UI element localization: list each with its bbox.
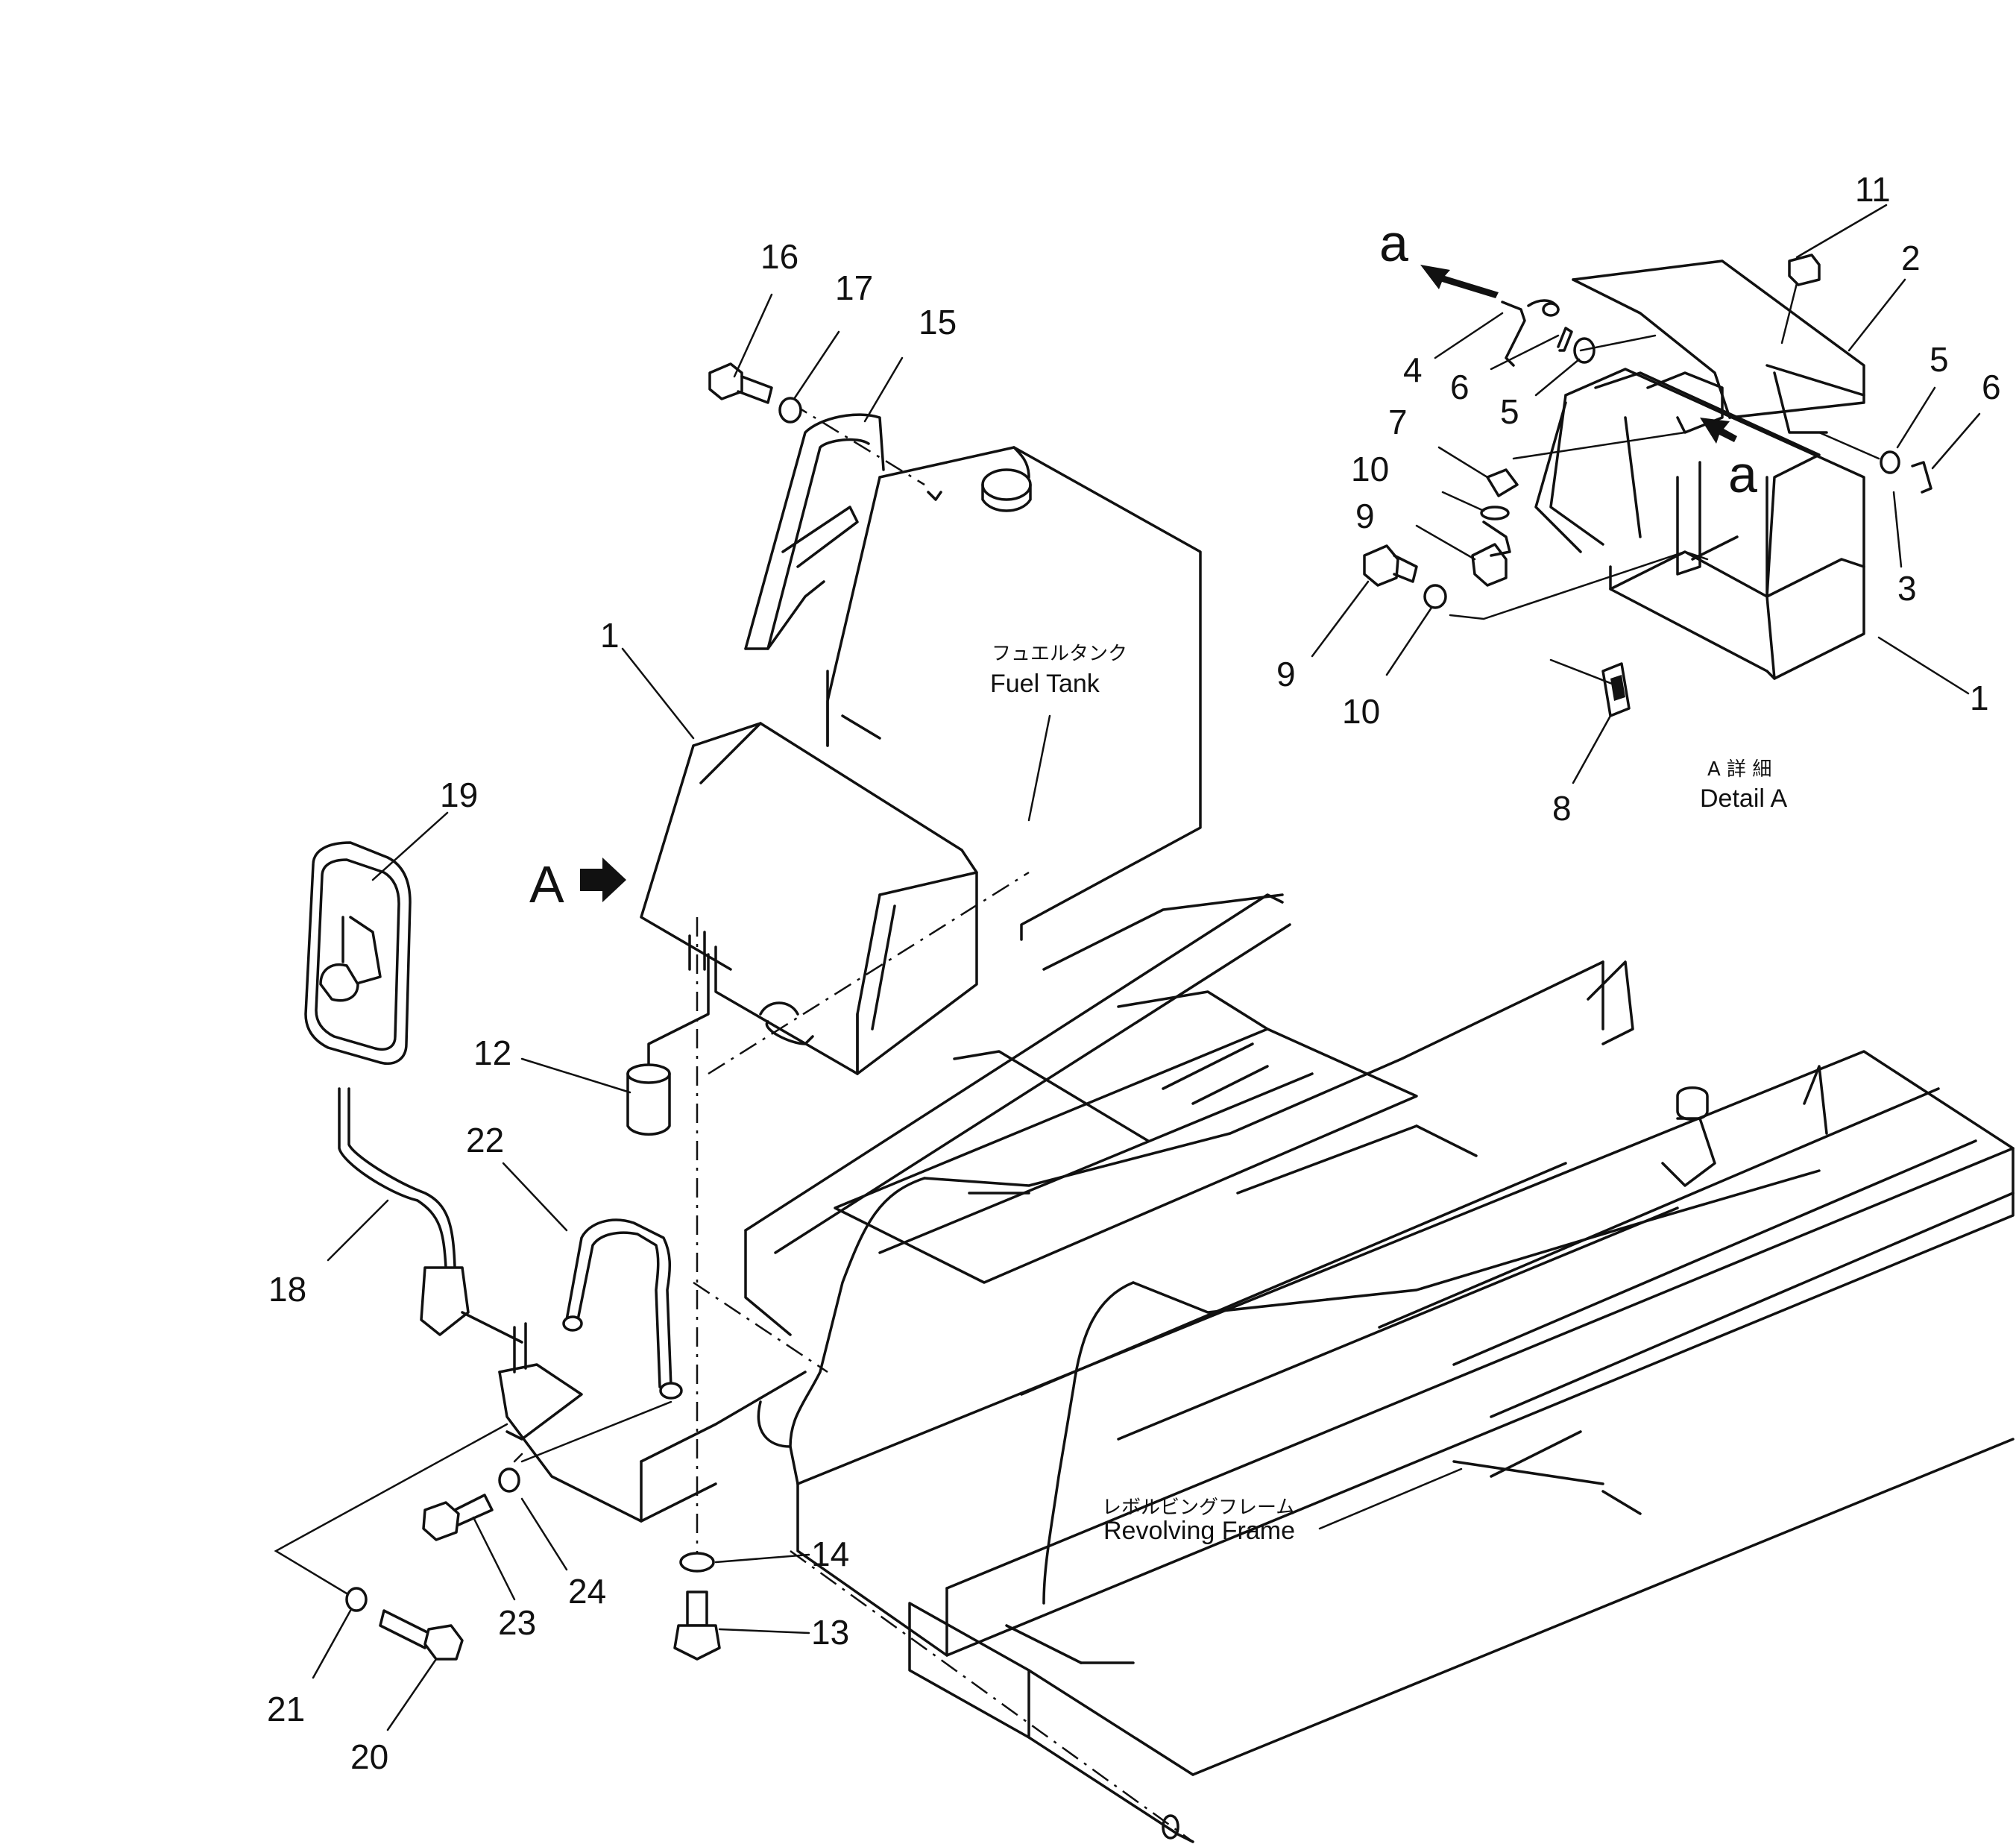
callout-detail-10a: 10 <box>1351 450 1389 488</box>
callout-19: 19 <box>440 775 478 814</box>
callout-24: 24 <box>568 1572 606 1611</box>
callout-1-main: 1 <box>600 616 620 655</box>
callout-13: 13 <box>811 1613 849 1652</box>
callout-detail-1: 1 <box>1970 679 1989 717</box>
mirror-19 <box>304 841 412 1065</box>
callout-12: 12 <box>473 1033 511 1072</box>
frame-jp-label: レボルビングフレーム <box>1102 1497 1295 1519</box>
view-arrow-a-label: A <box>529 855 564 913</box>
washer-24 <box>498 1467 520 1493</box>
callout-detail-7: 7 <box>1388 403 1408 441</box>
battery-box <box>640 722 978 1075</box>
fuel-tank: フュエルタンク Fuel Tank <box>826 446 1202 941</box>
callout-20: 20 <box>350 1737 388 1776</box>
bolt-23 <box>422 1494 494 1541</box>
callout-detail-5b: 5 <box>1930 340 1949 379</box>
fuel-tank-en-label: Fuel Tank <box>990 670 1100 698</box>
mirror-stay-18 <box>338 1087 470 1336</box>
callout-detail-5a: 5 <box>1500 392 1519 431</box>
callout-18: 18 <box>268 1270 306 1309</box>
callout-22: 22 <box>466 1121 504 1160</box>
callout-detail-6b: 6 <box>1982 368 2001 406</box>
callout-detail-9b: 9 <box>1276 655 1296 693</box>
washer-21 <box>345 1587 368 1612</box>
frame-en-label: Revolving Frame <box>1103 1517 1295 1545</box>
detail-a-en-label: Detail A <box>1700 784 1787 813</box>
callout-17: 17 <box>835 268 873 307</box>
bolt-20 <box>379 1609 464 1661</box>
leader-24 <box>520 1400 672 1463</box>
callout-16: 16 <box>760 237 798 276</box>
callout-detail-11: 11 <box>1855 170 1891 209</box>
arrow-a-right-label: a <box>1728 445 1757 503</box>
detail-a: a a A 詳 細 Detail A <box>1363 214 1932 813</box>
leader-21 <box>274 1423 508 1597</box>
callout-14: 14 <box>811 1535 849 1573</box>
callout-detail-4: 4 <box>1403 350 1423 389</box>
fuel-tank-jp-label: フュエルタンク <box>992 643 1127 665</box>
leader-mount <box>513 1453 523 1463</box>
cushion-12 <box>626 953 710 1136</box>
callout-21: 21 <box>267 1690 305 1728</box>
view-arrow-a: A <box>529 855 626 913</box>
callout-detail-8: 8 <box>1552 789 1572 828</box>
arrow-a-top-label: a <box>1379 214 1408 272</box>
callout-detail-9a: 9 <box>1355 497 1375 535</box>
washer-14 <box>679 1552 715 1573</box>
washer-17 <box>778 397 802 424</box>
callout-23: 23 <box>498 1603 536 1642</box>
bracket-22 <box>562 1218 683 1400</box>
callout-detail-2: 2 <box>1901 239 1921 277</box>
revolving-frame: Revolving Frame レボルビングフレーム <box>693 871 2015 1843</box>
bolt-16 <box>708 362 773 404</box>
callout-detail-3: 3 <box>1897 569 1917 608</box>
callout-15: 15 <box>919 303 957 342</box>
mirror-mount-base <box>461 1311 807 1523</box>
detail-a-jp-label: A 詳 細 <box>1707 758 1771 781</box>
tank-guard <box>744 401 942 650</box>
callout-detail-10b: 10 <box>1342 692 1380 731</box>
callout-detail-6a: 6 <box>1450 368 1470 406</box>
bolt-13 <box>673 1590 721 1661</box>
callouts: 1 16 17 15 19 12 22 18 14 13 24 23 21 20… <box>267 170 2001 1776</box>
